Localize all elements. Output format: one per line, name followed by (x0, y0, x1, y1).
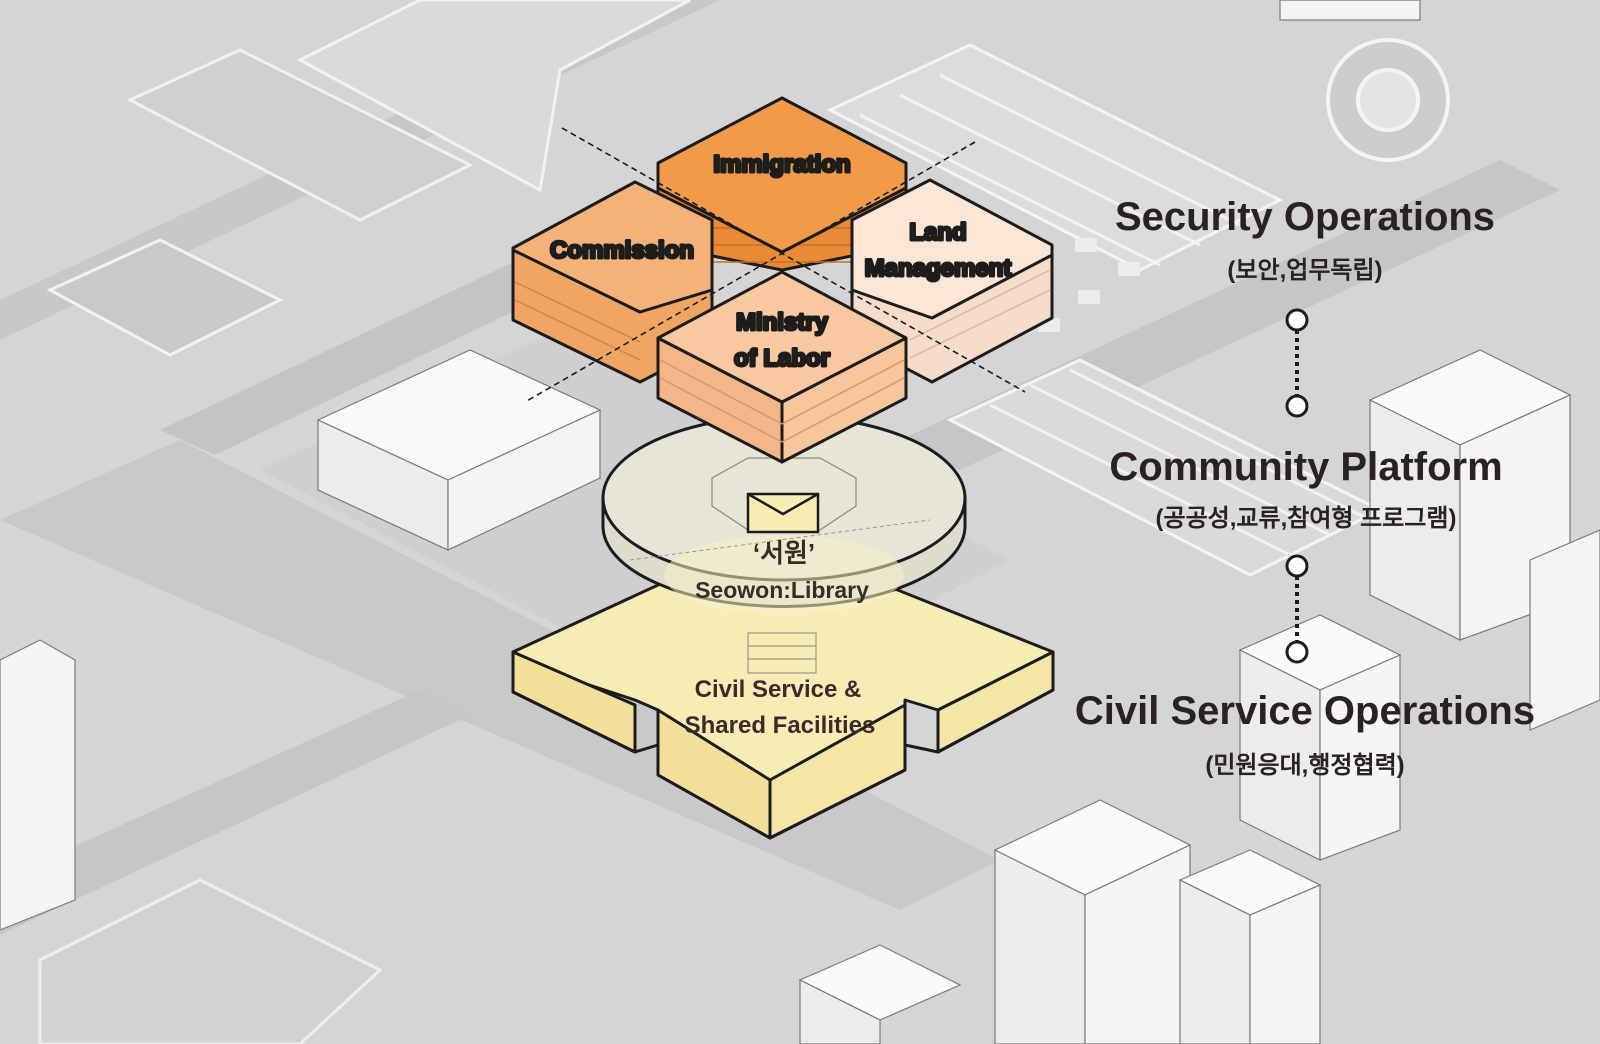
context-building (799, 979, 881, 1044)
context-building (0, 639, 76, 931)
labor-label-line2: of Labor (734, 345, 830, 372)
plot-sw (38, 878, 383, 1044)
context-building (1179, 879, 1251, 1044)
library-disc: ‘서원’ Seowon:Library (601, 414, 967, 615)
connector-node (1285, 640, 1309, 664)
library-core-roof (747, 492, 819, 516)
labor-top (656, 270, 908, 404)
parking-line (859, 113, 1161, 267)
connector-node (1285, 394, 1309, 418)
axis-dashed-line (561, 127, 1026, 393)
commission-label: Commission (550, 237, 694, 264)
civil-operations-title: Civil Service Operations (1075, 689, 1535, 733)
parking-line (939, 73, 1241, 227)
civil-service-core (747, 632, 817, 674)
context-building (1279, 0, 1421, 21)
civil-service-outline (511, 652, 1055, 840)
land-top (850, 178, 1054, 320)
plot-nw (126, 48, 474, 222)
community-subtitle: (공공성,교류,참여형 프로그램) (1156, 505, 1457, 532)
context-building (1529, 529, 1600, 731)
immigration-label: Immigration (713, 151, 850, 178)
connector-node (1285, 554, 1309, 578)
library-name-label: Seowon:Library (695, 577, 869, 603)
immigration-top (656, 96, 908, 254)
axis-dashed-line (524, 141, 976, 403)
context-building (1084, 844, 1191, 1044)
road-south (0, 690, 470, 935)
plot-north (296, 0, 691, 193)
civil-service-label-line2: Shared Facilities (685, 712, 876, 739)
library-axis (629, 519, 931, 561)
civil-service-label-line1: Civil Service & (695, 676, 862, 703)
community-title: Community Platform (1109, 445, 1502, 489)
civil-operations-subtitle: (민원응대,행정협력) (1205, 752, 1404, 779)
commission-top (511, 180, 714, 314)
security-title: Security Operations (1115, 195, 1495, 239)
security-subtitle: (보안,업무독립) (1227, 257, 1382, 284)
roundabout-island (1356, 68, 1420, 132)
connector-node (1285, 308, 1309, 332)
axis-lines (524, 127, 1026, 403)
plot-w (46, 238, 284, 357)
land-label-line2: Management (865, 255, 1012, 282)
context-building (1249, 884, 1321, 1044)
road-diagonal-center (160, 240, 610, 455)
context-building (1319, 654, 1401, 861)
parking-line (1069, 368, 1371, 522)
land-label-line1: Land (909, 219, 966, 246)
parking-line (1029, 383, 1331, 537)
parking-line (899, 93, 1201, 247)
library-disc-glass (664, 535, 904, 615)
library-korean-label: ‘서원’ (753, 538, 815, 568)
civil-service-block (511, 571, 1055, 840)
context-building (447, 409, 601, 551)
program-legend: Security Operations (보안,업무독립) Community … (1075, 195, 1535, 779)
labor-label-line1: Ministry (736, 309, 829, 336)
context-building (994, 849, 1086, 1044)
parking-line (989, 403, 1291, 557)
ministry-of-labor-block: Ministry of Labor (656, 270, 908, 464)
parking-east (826, 43, 1284, 272)
